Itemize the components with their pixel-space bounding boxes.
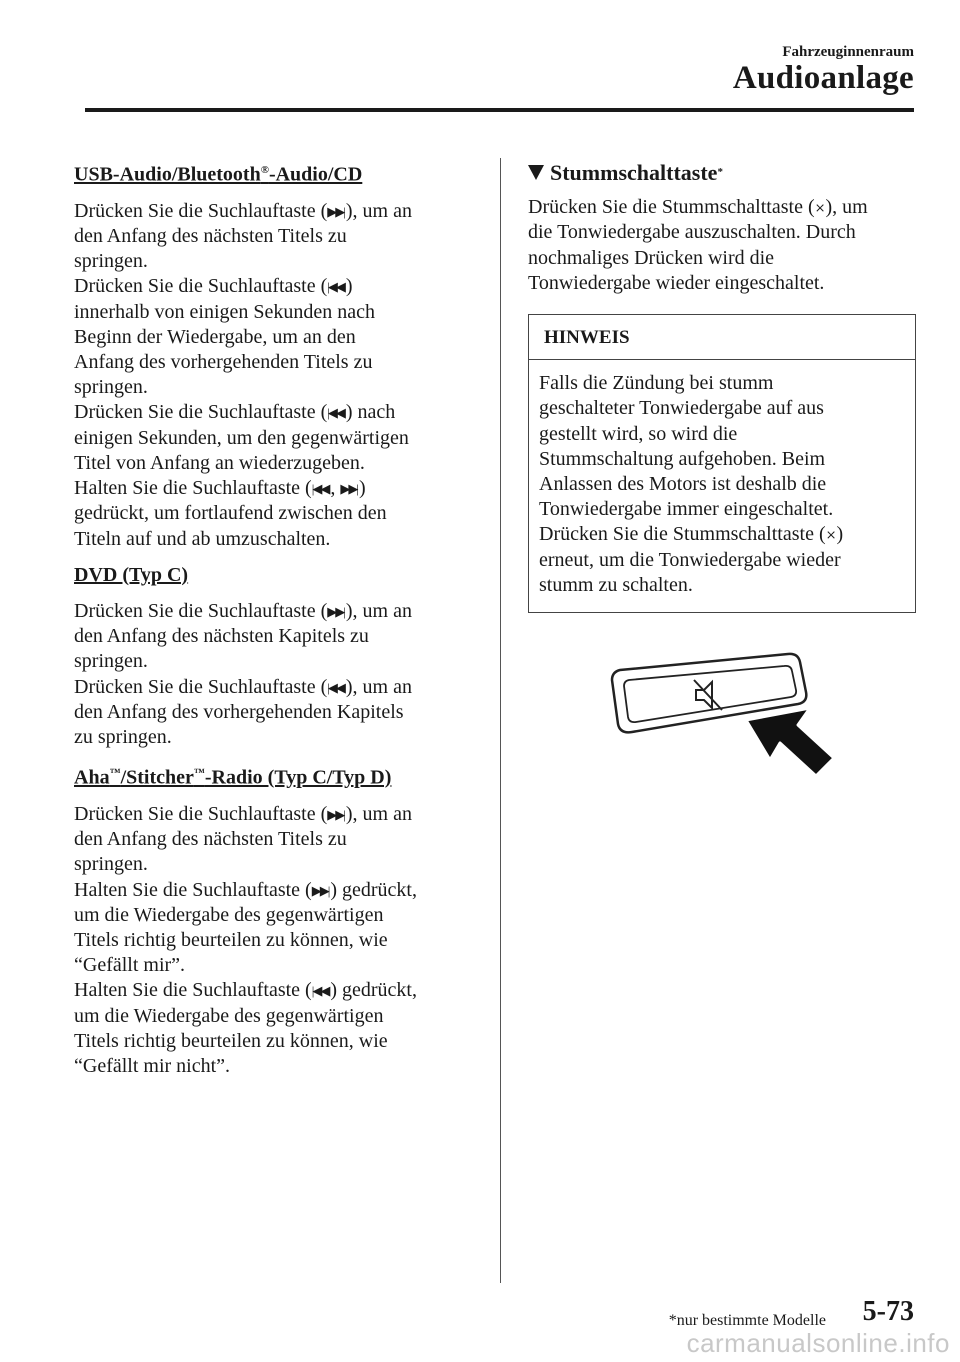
mute-text-line: Tonwiedergabe wieder eingeschaltet. [528,271,825,294]
footnote: *nur bestimmte Modelle [668,1312,826,1329]
aha-text-line: Halten Sie die Suchlauftaste (▶▶|) gedrü… [74,878,474,903]
usb-text-line: Beginn der Wiedergabe, um an den [74,325,356,348]
previous-track-icon: |◀◀ [327,679,346,695]
dvd-text-line: den Anfang des vorhergehenden Kapitels [74,700,404,723]
next-track-icon: ▶▶| [311,882,331,898]
usb-text-line: springen. [74,250,148,273]
left-column: USB-Audio/Bluetooth®-Audio/CD Drücken Si… [74,158,474,1079]
usb-text-line: Titel von Anfang an wiederzugeben. [74,451,365,474]
aha-text-line: “Gefällt mir”. [74,954,186,977]
mute-symbol-icon [693,679,723,711]
aha-text-line: springen. [74,853,148,876]
aha-stitcher-heading: Aha™/Stitcher™-Radio (Typ C/Typ D) [74,766,392,789]
next-track-icon: ▶▶| [327,203,346,219]
usb-audio-heading: USB-Audio/Bluetooth®-Audio/CD [74,163,363,186]
dvd-text-line: zu springen. [74,725,172,748]
mute-text-line: Drücken Sie die Stummschalttaste (⨯), um [528,195,918,220]
dvd-text: Drücken Sie die Suchlauftaste (▶▶|), um … [74,599,474,750]
header-rule [85,108,914,112]
dvd-text-line: Drücken Sie die Suchlauftaste (▶▶|), um … [74,599,474,624]
next-track-icon: ▶▶| [327,603,346,619]
mute-icon: ⨯ [814,200,826,216]
note-text-line: Anlassen des Motors ist deshalb die [539,473,827,496]
aha-text-line: Halten Sie die Suchlauftaste (|◀◀) gedrü… [74,978,474,1003]
usb-text-line: einigen Sekunden, um den gegenwärtigen [74,426,409,449]
usb-text-line: springen. [74,376,148,399]
mute-button-panel [610,652,808,734]
watermark: carmanualsonline.info [686,1328,950,1358]
usb-text-line: Titeln auf und ab umzuschalten. [74,527,331,550]
aha-text-line: Drücken Sie die Suchlauftaste (▶▶|), um … [74,802,474,827]
dvd-text-line: Drücken Sie die Suchlauftaste (|◀◀), um … [74,675,474,700]
note-text-line: Drücken Sie die Stummschalttaste (⨯) [539,522,905,547]
note-text-line: stumm zu schalten. [539,573,693,596]
mute-icon: ⨯ [825,527,837,543]
usb-text-line: Drücken Sie die Suchlauftaste (▶▶|), um … [74,199,474,224]
page-title: Audioanlage [732,60,914,96]
usb-text-line: Anfang des vorhergehenden Titels zu [74,351,373,374]
note-text-line: gestellt wird, so wird die [539,422,738,445]
dvd-text-line: springen. [74,650,148,673]
note-title: HINWEIS [529,315,915,361]
section-title: Fahrzeuginnenraum [782,44,914,60]
dvd-text-line: den Anfang des nächsten Kapitels zu [74,625,369,648]
aha-text-line: um die Wiedergabe des gegenwärtigen [74,903,384,926]
previous-track-icon: |◀◀ [311,983,331,999]
mute-text-line: die Tonwiedergabe auszuschalten. Durch [528,221,856,244]
aha-text-line: “Gefällt mir nicht”. [74,1055,231,1078]
usb-text-line: innerhalb von einigen Sekunden nach [74,300,376,323]
next-track-icon: ▶▶| [327,806,346,822]
usb-text-line: Drücken Sie die Suchlauftaste (|◀◀) [74,274,474,299]
usb-text-line: den Anfang des nächsten Titels zu [74,225,347,248]
previous-track-icon: |◀◀ [327,405,346,421]
note-text-line: Stummschaltung aufgehoben. Beim [539,447,826,470]
mute-section-heading: Stummschalttaste* [528,160,918,185]
column-divider [500,158,501,1283]
previous-track-icon: |◀◀ [311,481,331,497]
aha-text-line: um die Wiedergabe des gegenwärtigen [74,1004,384,1027]
usb-text-line: Drücken Sie die Suchlauftaste (|◀◀) nach [74,400,474,425]
aha-text-line: den Anfang des nächsten Titels zu [74,828,347,851]
note-text-line: geschalteter Tonwiedergabe auf aus [539,397,824,420]
usb-audio-text: Drücken Sie die Suchlauftaste (▶▶|), um … [74,199,474,552]
usb-text-line: gedrückt, um fortlaufend zwischen den [74,502,387,525]
section-marker-icon [528,165,544,180]
mute-text-line: nochmaliges Drücken wird die [528,246,775,269]
mute-text: Drücken Sie die Stummschalttaste (⨯), um… [528,195,918,296]
usb-text-line: Halten Sie die Suchlauftaste (|◀◀, ▶▶|) [74,476,474,501]
page-number: 5-73 [862,1296,914,1327]
note-text-line: Tonwiedergabe immer eingeschaltet. [539,498,834,521]
right-column: Stummschalttaste* Drücken Sie die Stumms… [528,158,918,614]
aha-text-line: Titels richtig beurteilen zu können, wie [74,1029,388,1052]
note-text-line: Falls die Zündung bei stumm [539,372,774,395]
previous-track-icon: |◀◀ [327,279,346,295]
aha-stitcher-text: Drücken Sie die Suchlauftaste (▶▶|), um … [74,802,474,1079]
next-track-icon: ▶▶| [340,481,359,497]
note-text-line: erneut, um die Tonwiedergabe wieder [539,548,841,571]
pointer-arrow-icon [744,706,836,778]
dvd-heading: DVD (Typ C) [74,563,189,586]
aha-text-line: Titels richtig beurteilen zu können, wie [74,929,388,951]
mute-button-illustration [610,652,836,778]
